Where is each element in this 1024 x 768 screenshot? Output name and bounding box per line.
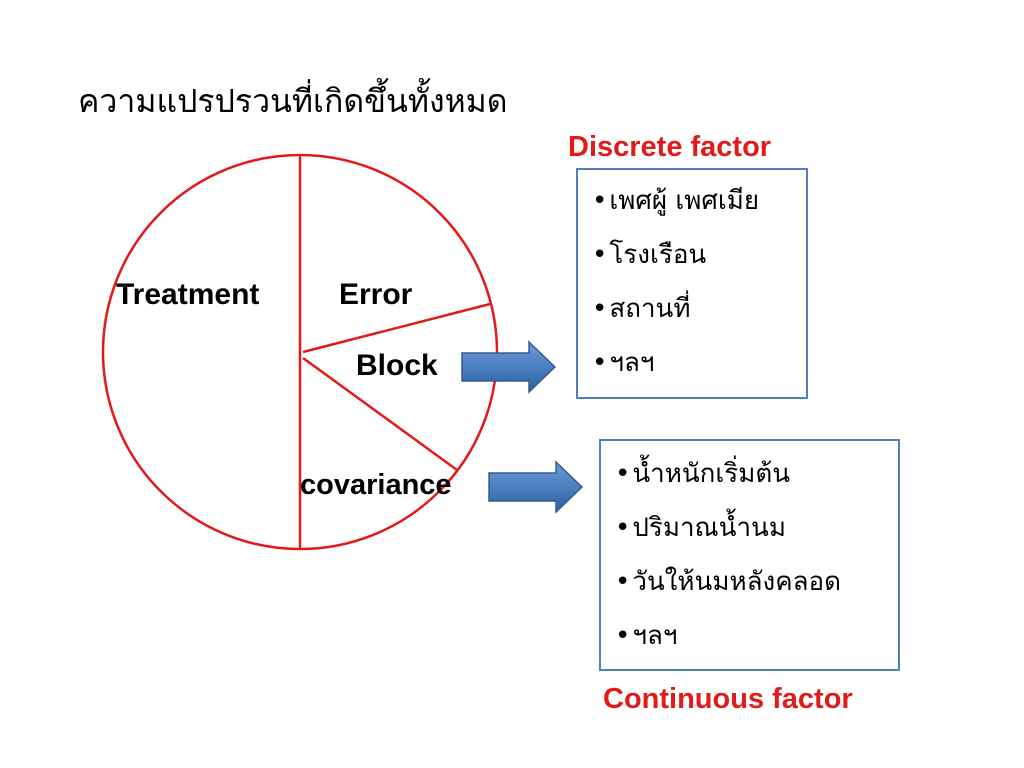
bullet-icon: •	[592, 186, 608, 216]
bullet-icon: •	[615, 459, 631, 489]
bullet-icon: •	[615, 513, 631, 543]
pie-label-treatment: Treatment	[116, 278, 260, 311]
arrow-to-discrete-icon	[461, 340, 557, 394]
continuous-factor-box: •น้ำหนักเริ่มต้น •ปริมาณน้ำนม •วันให้นมห…	[599, 439, 900, 671]
bullet-icon: •	[592, 240, 608, 270]
pie-divider-block-covariance	[302, 356, 458, 472]
bullet-icon: •	[615, 567, 631, 597]
discrete-factor-caption: Discrete factor	[568, 131, 772, 163]
slide-title: ความแปรปรวนที่เกิดขึ้นทั้งหมด	[78, 82, 508, 120]
bullet-icon: •	[592, 348, 608, 378]
continuous-factor-list: •น้ำหนักเริ่มต้น •ปริมาณน้ำนม •วันให้นมห…	[615, 453, 898, 669]
list-item: •เพศผู้ เพศเมีย	[592, 186, 760, 216]
discrete-factor-box: •เพศผู้ เพศเมีย •โรงเรือน •สถานที่ •ฯลฯ	[576, 168, 808, 399]
list-item: •น้ำหนักเริ่มต้น	[615, 459, 791, 489]
list-item: •สถานที่	[592, 294, 691, 324]
list-item: •ฯลฯ	[615, 621, 678, 651]
pie-label-block: Block	[356, 349, 438, 382]
list-item: •ปริมาณน้ำนม	[615, 513, 786, 543]
discrete-factor-list: •เพศผู้ เพศเมีย •โรงเรือน •สถานที่ •ฯลฯ	[592, 180, 806, 396]
arrow-to-continuous-icon	[488, 460, 584, 514]
pie-divider-error-block	[302, 302, 491, 354]
pie-label-error: Error	[339, 278, 413, 311]
list-item: •ฯลฯ	[592, 348, 655, 378]
bullet-icon: •	[615, 621, 631, 651]
pie-label-covariance: covariance	[300, 469, 452, 501]
list-item: •โรงเรือน	[592, 240, 707, 270]
bullet-icon: •	[592, 294, 608, 324]
continuous-factor-caption: Continuous factor	[603, 683, 853, 715]
list-item: •วันให้นมหลังคลอด	[615, 567, 842, 597]
